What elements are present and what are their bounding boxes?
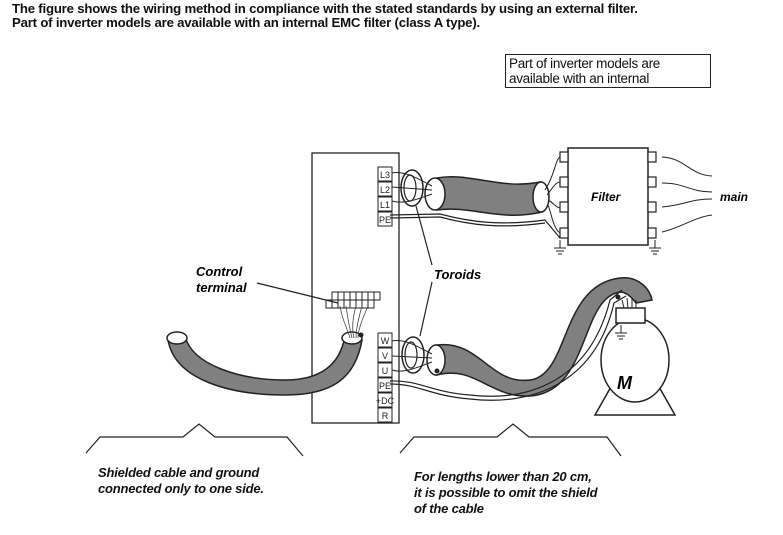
input-terminal-label: L1 [380, 200, 390, 210]
left-brace [85, 423, 304, 457]
control-label-line-2: terminal [196, 280, 247, 295]
left-caption-line-1: Shielded cable and ground [98, 465, 260, 480]
note-line-1: Part of inverter models are [509, 56, 660, 71]
input-terminal-label: PE [379, 215, 391, 225]
control-terminal-block [325, 291, 381, 309]
header-line-2: Part of inverter models are available wi… [12, 15, 480, 30]
input-terminal: L2 [377, 181, 393, 197]
output-terminal-label: R [382, 411, 389, 421]
control-terminal-pin [349, 291, 357, 301]
header-text: The figure shows the wiring method in co… [12, 2, 638, 30]
input-shielded-cable [389, 176, 561, 239]
right-caption-line-2: it is possible to omit the shield [414, 485, 598, 500]
output-shielded-cable [389, 277, 653, 401]
inverter-body [311, 152, 400, 424]
control-terminal-pin [331, 291, 339, 301]
output-terminal-label: PE [379, 381, 391, 391]
output-terminal-block: WVU PE +DC R [376, 332, 395, 423]
output-terminal: U [377, 362, 393, 378]
output-terminal-label: V [382, 351, 388, 361]
output-terminal: +DC [376, 392, 395, 408]
left-caption-line-2: connected only to one side. [98, 481, 264, 496]
filter-output-pin [647, 227, 657, 239]
output-terminal: PE [377, 377, 393, 393]
header-line-1: The figure shows the wiring method in co… [12, 1, 638, 16]
output-terminal: W [377, 332, 393, 348]
input-terminal: L3 [377, 166, 393, 182]
filter-block [544, 147, 713, 255]
output-terminal-label: +DC [376, 396, 395, 406]
filter-input-pin [559, 151, 569, 163]
control-terminal-pointer [256, 282, 339, 304]
input-toroid [391, 169, 433, 207]
control-terminal-pin [361, 299, 369, 309]
filter-input-pin [559, 227, 569, 239]
control-terminal-pin [367, 291, 375, 301]
right-caption-line-1: For lengths lower than 20 cm, [414, 469, 592, 484]
toroids-pointer [415, 205, 433, 337]
note-line-2: available with an internal [509, 71, 650, 86]
control-terminal-pin [367, 299, 375, 309]
right-caption: For lengths lower than 20 cm, it is poss… [414, 469, 598, 517]
control-terminal-pin [373, 291, 381, 301]
right-brace [399, 423, 622, 457]
control-label-line-1: Control [196, 264, 243, 279]
note-box: Part of inverter models are available wi… [505, 54, 711, 88]
output-toroid [391, 336, 433, 374]
control-terminal-pin [343, 291, 351, 301]
left-caption: Shielded cable and ground connected only… [98, 465, 264, 497]
filter-label: Filter [591, 190, 622, 204]
input-terminal-label: L3 [380, 170, 390, 180]
input-terminal: PE [377, 211, 393, 227]
output-terminal: R [377, 407, 393, 423]
control-terminal-pin [343, 299, 351, 309]
output-terminal: V [377, 347, 393, 363]
right-caption-line-3: of the cable [414, 501, 484, 516]
output-terminal-label: U [382, 366, 389, 376]
filter-output-pin [647, 151, 657, 163]
output-terminal-label: W [381, 336, 390, 346]
control-terminal-pin [337, 299, 345, 309]
mains-label: main [720, 190, 748, 204]
toroids-label: Toroids [434, 267, 481, 282]
control-terminal-pin [355, 291, 363, 301]
control-shielded-cable [166, 305, 369, 396]
input-terminal-label: L2 [380, 185, 390, 195]
control-terminal-pin [355, 299, 363, 309]
input-terminal: L1 [377, 196, 393, 212]
motor-label: M [617, 373, 633, 393]
filter-output-pin [647, 201, 657, 213]
motor [593, 297, 677, 416]
control-terminal-pin [361, 291, 369, 301]
control-terminal-pin [349, 299, 357, 309]
filter-input-pin [559, 201, 569, 213]
filter-output-pin [647, 176, 657, 188]
filter-input-pin [559, 176, 569, 188]
control-terminal-pin [337, 291, 345, 301]
